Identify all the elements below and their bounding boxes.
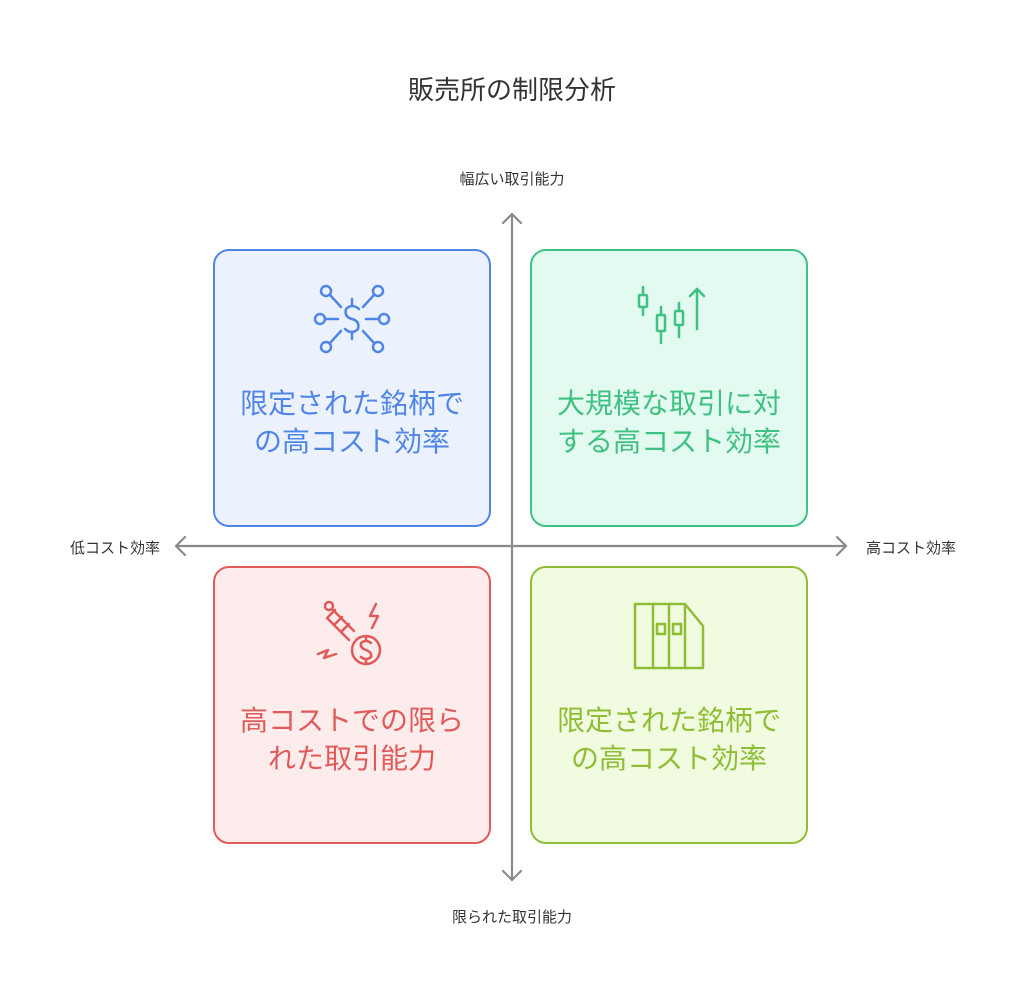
diagram-title: 販売所の制限分析 xyxy=(407,76,616,106)
axis-label-right: 高コスト効率 xyxy=(866,539,957,557)
arrow-right-icon xyxy=(835,535,848,557)
axis-label-left: 低コスト効率 xyxy=(69,539,160,557)
quadrant-label: 限定された銘柄での高コスト効率 xyxy=(239,387,464,458)
quadrant-bottom-left: 高コストでの限られた取引能力 xyxy=(213,566,491,844)
quadrant-label: 高コストでの限られた取引能力 xyxy=(239,704,464,775)
arrow-up-icon xyxy=(501,212,523,225)
arrow-down-icon xyxy=(501,869,523,882)
quadrant-top-left: 限定された銘柄での高コスト効率 xyxy=(213,249,491,527)
quadrant-top-right: 大規模な取引に対する高コスト効率 xyxy=(530,249,808,527)
candlestick-chart-icon xyxy=(637,285,706,345)
arrow-left-icon xyxy=(174,535,187,557)
quadrant-label: 限定された銘柄での高コスト効率 xyxy=(556,704,781,775)
axis-label-top: 幅広い取引能力 xyxy=(459,170,565,188)
cost-spike-icon xyxy=(316,600,382,666)
network-dollar-icon xyxy=(313,284,391,354)
book-columns-icon xyxy=(633,602,705,670)
axis-label-bottom: 限られた取引能力 xyxy=(451,908,572,926)
quadrant-bottom-right: 限定された銘柄での高コスト効率 xyxy=(530,566,808,844)
quadrant-label: 大規模な取引に対する高コスト効率 xyxy=(556,387,781,458)
